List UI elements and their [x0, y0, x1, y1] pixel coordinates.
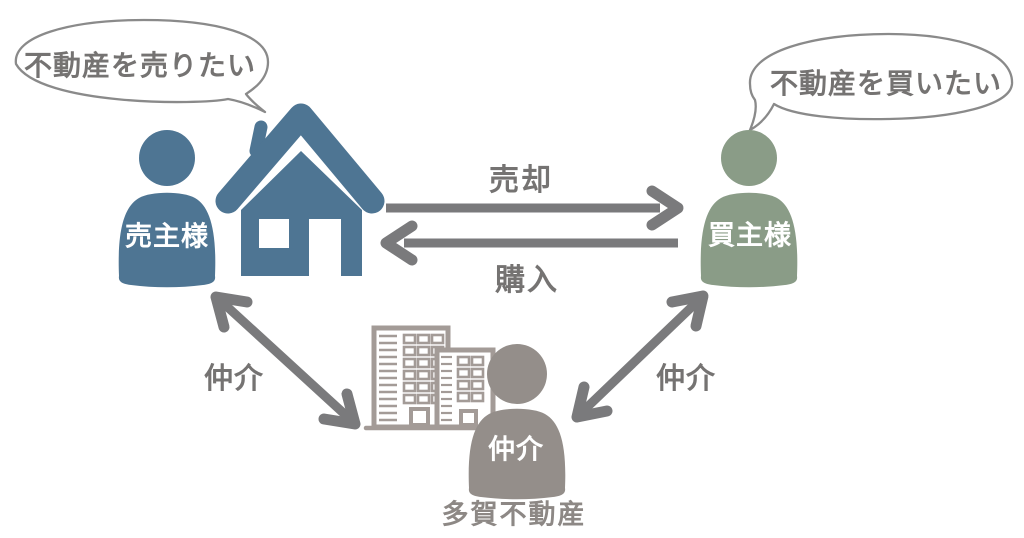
agent-person-icon — [468, 344, 566, 500]
seller-bubble-text: 不動産を売りたい — [23, 50, 257, 81]
brokerage-arrow-right — [571, 290, 709, 423]
agent-label: 仲介 — [488, 434, 544, 465]
sell-arrow-label: 売却 — [489, 164, 553, 197]
purchase-arrow — [380, 220, 678, 266]
house-icon — [215, 103, 385, 277]
brokerage-right-label: 仲介 — [655, 363, 717, 395]
purchase-arrow-label: 購入 — [495, 264, 559, 297]
brokerage-left-label: 仲介 — [203, 363, 265, 395]
sell-arrow — [386, 185, 684, 231]
buyer-bubble-text: 不動産を買いたい — [769, 68, 1003, 99]
buyer-label: 買主様 — [708, 220, 792, 251]
agent-company-name: 多賀不動産 — [441, 499, 587, 530]
transaction-arrows — [210, 185, 709, 430]
seller-label: 売主様 — [125, 221, 209, 252]
seller-person-icon — [118, 130, 216, 288]
buyer-person-icon — [700, 130, 798, 288]
speech-bubble-seller — [14, 18, 270, 114]
brokerage-arrow-left — [210, 291, 361, 430]
speech-bubble-buyer — [748, 32, 1014, 132]
buildings-icon — [363, 325, 503, 431]
